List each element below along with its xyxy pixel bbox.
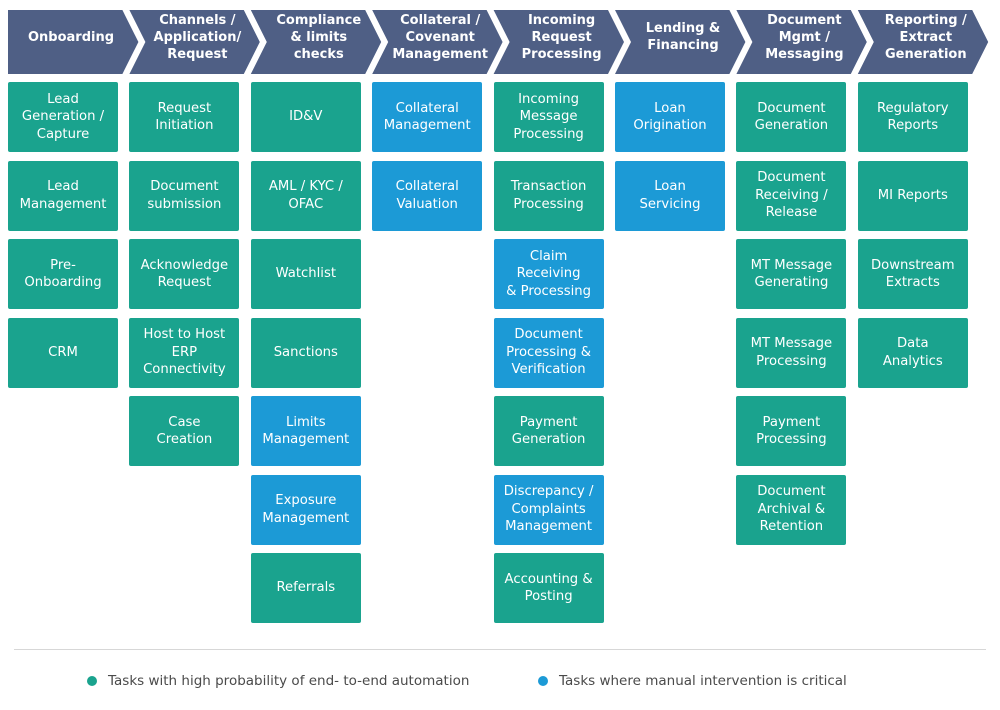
legend-manual-label: Tasks where manual intervention is criti… xyxy=(559,673,847,689)
task-box: Loan Origination xyxy=(615,82,725,152)
process-stage-header: Lending & Financing xyxy=(645,21,721,53)
task-box: Incoming Message Processing xyxy=(493,82,604,152)
task-box: Request Initiation xyxy=(129,82,240,152)
process-header-arrows xyxy=(8,10,989,74)
task-box: MI Reports xyxy=(857,160,968,231)
green-dot-icon xyxy=(87,676,97,686)
task-box: Discrepancy / Complaints Management xyxy=(493,474,604,545)
task-box: Watchlist xyxy=(250,239,361,309)
task-box: CRM xyxy=(8,317,118,388)
task-box: Data Analytics xyxy=(857,317,968,388)
process-stage-header: Collateral / Covenant Management xyxy=(392,12,489,62)
process-stage-arrow xyxy=(615,10,746,74)
process-stage-header: Channels / Application/ Request xyxy=(153,12,242,62)
task-box: Claim Receiving & Processing xyxy=(493,239,604,309)
process-stage-header: Compliance & limits checks xyxy=(276,12,362,62)
task-box: Exposure Management xyxy=(250,474,361,545)
task-box: Document Processing & Verification xyxy=(493,317,604,388)
process-stage-arrow xyxy=(250,10,382,74)
task-box: Sanctions xyxy=(250,317,361,388)
task-box: Payment Generation xyxy=(493,396,604,466)
process-stage-arrow xyxy=(129,10,260,74)
process-stage-header: Onboarding xyxy=(27,29,115,45)
process-stage-header: Document Mgmt / Messaging xyxy=(765,12,844,62)
task-box: Collateral Management xyxy=(372,82,483,152)
legend-automation-label: Tasks with high probability of end- to-e… xyxy=(108,673,470,689)
process-stage-arrow xyxy=(857,10,989,74)
task-box: Acknowledge Request xyxy=(129,239,240,309)
task-box: Limits Management xyxy=(250,396,361,466)
task-box: Payment Processing xyxy=(736,396,847,466)
task-box: Lead Generation / Capture xyxy=(8,82,118,152)
task-box: Accounting & Posting xyxy=(493,553,604,623)
task-box: Pre- Onboarding xyxy=(8,239,118,309)
task-box: Referrals xyxy=(250,553,361,623)
process-stage-arrow xyxy=(372,10,503,74)
process-stage-arrow xyxy=(8,10,139,74)
task-box: AML / KYC / OFAC xyxy=(250,160,361,231)
task-box: MT Message Generating xyxy=(736,239,847,309)
task-box: Host to Host ERP Connectivity xyxy=(129,317,240,388)
process-stage-arrow xyxy=(493,10,624,74)
process-stage-arrow xyxy=(736,10,867,74)
task-box: Loan Servicing xyxy=(615,160,725,231)
task-box: Case Creation xyxy=(129,396,240,466)
legend-manual: Tasks where manual intervention is criti… xyxy=(538,673,847,689)
task-box: Transaction Processing xyxy=(493,160,604,231)
task-box: Downstream Extracts xyxy=(857,239,968,309)
task-box: Regulatory Reports xyxy=(857,82,968,152)
task-box: Lead Management xyxy=(8,160,118,231)
divider xyxy=(14,649,986,650)
task-box: ID&V xyxy=(250,82,361,152)
task-box: Collateral Valuation xyxy=(372,160,483,231)
task-box: Document Receiving / Release xyxy=(736,160,847,231)
blue-dot-icon xyxy=(538,676,548,686)
task-box: Document Generation xyxy=(736,82,847,152)
legend-automation: Tasks with high probability of end- to-e… xyxy=(87,673,469,689)
process-stage-header: Incoming Request Processing xyxy=(521,12,602,62)
task-box: MT Message Processing xyxy=(736,317,847,388)
task-box: Document submission xyxy=(129,160,240,231)
process-stage-header: Reporting / Extract Generation xyxy=(884,12,967,62)
task-box: Document Archival & Retention xyxy=(736,474,847,545)
